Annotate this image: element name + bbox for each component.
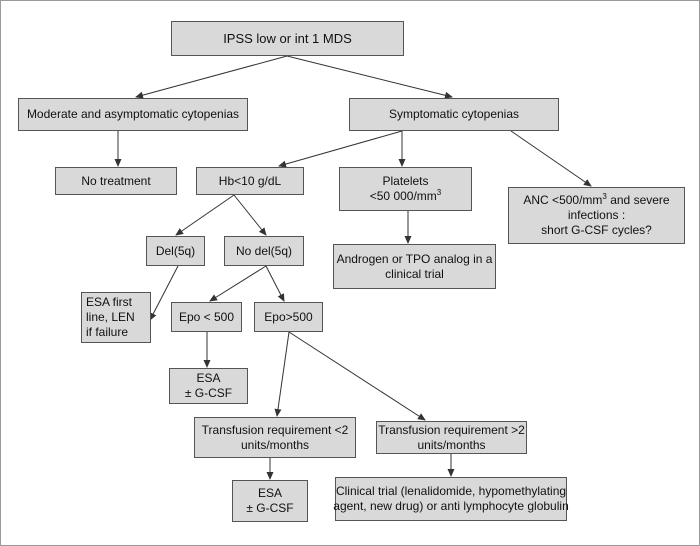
node-esa-gcsf-epo-low: ESA ± G-CSF: [169, 368, 248, 404]
node-platelets-line1: Platelets: [382, 174, 429, 188]
node-esa-gcsf-1-line2: ± G-CSF: [184, 386, 233, 400]
arrow-no-del5q-to-epo-high: [265, 265, 285, 302]
node-esa-gcsf-transfusion-low: ESA ± G-CSF: [232, 480, 308, 522]
arrow-ipss-to-moderate: [135, 55, 288, 99]
node-transfusion-low-line1: Transfusion requirement <2: [201, 422, 349, 437]
node-esa-first-line: ESA first line, LEN if failure: [81, 292, 151, 343]
node-no-del5q-text: No del(5q): [235, 243, 293, 258]
arrow-symptomatic-to-anc: [510, 130, 592, 187]
node-androgen-line1: Androgen or TPO analog in a: [336, 251, 493, 266]
node-platelets: Platelets <50 000/mm3: [339, 167, 472, 211]
node-transfusion-high-line2: units/months: [417, 437, 486, 452]
arrow-del5q-to-esa-first: [149, 265, 179, 321]
node-platelets-line2: <50 000/mm3: [370, 189, 442, 204]
node-transfusion-low-line2: units/months: [240, 437, 310, 452]
node-hb-below-10: Hb<10 g/dL: [196, 167, 304, 195]
node-esa-first-line1: ESA first: [86, 295, 133, 309]
arrow-no-del5q-to-epo-low: [209, 265, 267, 302]
arrow-symptomatic-to-hb: [278, 130, 403, 168]
node-platelets-line2-main: <50 000/mm: [369, 189, 437, 203]
node-anc-line3: short G-CSF cycles?: [541, 223, 652, 237]
arrow-hb-to-no-del5q: [233, 194, 267, 236]
node-anc-line1-end: and severe: [606, 193, 670, 207]
node-del5q: Del(5q): [146, 236, 205, 266]
arrow-epo-high-to-transfusion-high: [288, 331, 426, 421]
node-del5q-text: Del(5q): [155, 243, 196, 258]
arrow-hb-to-del5q: [175, 194, 235, 236]
node-ipss-text: IPSS low or int 1 MDS: [223, 31, 352, 46]
node-transfusion-high-line1: Transfusion requirement >2: [378, 422, 525, 437]
node-epo-above-500: Epo>500: [254, 302, 323, 332]
node-androgen-tpo-trial: Androgen or TPO analog in a clinical tri…: [333, 244, 496, 289]
node-androgen-line2: clinical trial: [385, 266, 444, 281]
arrow-epo-high-to-transfusion-low: [274, 331, 290, 417]
node-esa-first-line2: line, LEN: [86, 310, 135, 324]
node-anc-severe-infections: ANC <500/mm3 and severe infections : sho…: [508, 187, 685, 244]
node-anc-line1: ANC <500/mm3 and severe: [523, 193, 669, 208]
node-platelets-line2-sup: 3: [436, 188, 442, 197]
node-epo-below-500: Epo < 500: [171, 302, 242, 332]
node-no-treatment: No treatment: [55, 167, 177, 195]
node-transfusion-above-2: Transfusion requirement >2 units/months: [376, 421, 527, 454]
node-no-treatment-text: No treatment: [81, 173, 151, 188]
node-anc-line1-main: ANC <500/mm: [523, 193, 603, 207]
node-transfusion-below-2: Transfusion requirement <2 units/months: [194, 417, 356, 458]
node-epo-high-text: Epo>500: [264, 309, 313, 324]
node-no-del5q: No del(5q): [224, 236, 304, 266]
node-moderate-text: Moderate and asymptomatic cytopenias: [26, 107, 240, 121]
node-hb-text: Hb<10 g/dL: [218, 173, 282, 188]
node-clinical-line1: Clinical trial (lenalidomide, hypomethyl…: [335, 484, 567, 498]
node-esa-gcsf-2-line2: ± G-CSF: [246, 501, 294, 515]
node-epo-low-text: Epo < 500: [178, 309, 235, 324]
node-clinical-line2: agent, new drug) or anti lymphocyte glob…: [333, 499, 569, 513]
node-esa-gcsf-2-line1: ESA: [257, 486, 282, 500]
arrow-ipss-to-symptomatic: [286, 55, 453, 99]
node-symptomatic-cytopenias: Symptomatic cytopenias: [349, 98, 559, 131]
node-anc-line1-sup: 3: [602, 192, 607, 201]
node-esa-gcsf-1-line1: ESA: [196, 371, 221, 385]
node-clinical-trial: Clinical trial (lenalidomide, hypomethyl…: [333, 477, 569, 521]
node-moderate-asymptomatic-cytopenias: Moderate and asymptomatic cytopenias: [18, 98, 248, 131]
node-symptomatic-text: Symptomatic cytopenias: [388, 107, 520, 121]
node-anc-line2: infections :: [567, 208, 626, 222]
node-ipss-low-int1-mds: IPSS low or int 1 MDS: [171, 21, 404, 56]
node-esa-first-line3: if failure: [86, 325, 129, 339]
